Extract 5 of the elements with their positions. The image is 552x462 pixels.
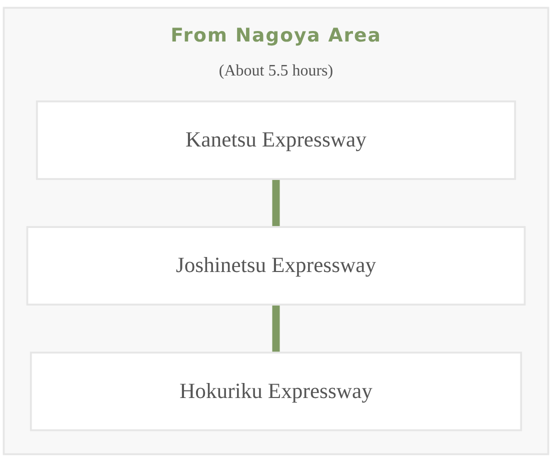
connector (272, 304, 280, 353)
node-box: Kanetsu Expressway (36, 100, 516, 180)
connector (272, 179, 280, 227)
node-box: Joshinetsu Expressway (26, 226, 526, 306)
node-box: Hokuriku Expressway (30, 352, 522, 432)
